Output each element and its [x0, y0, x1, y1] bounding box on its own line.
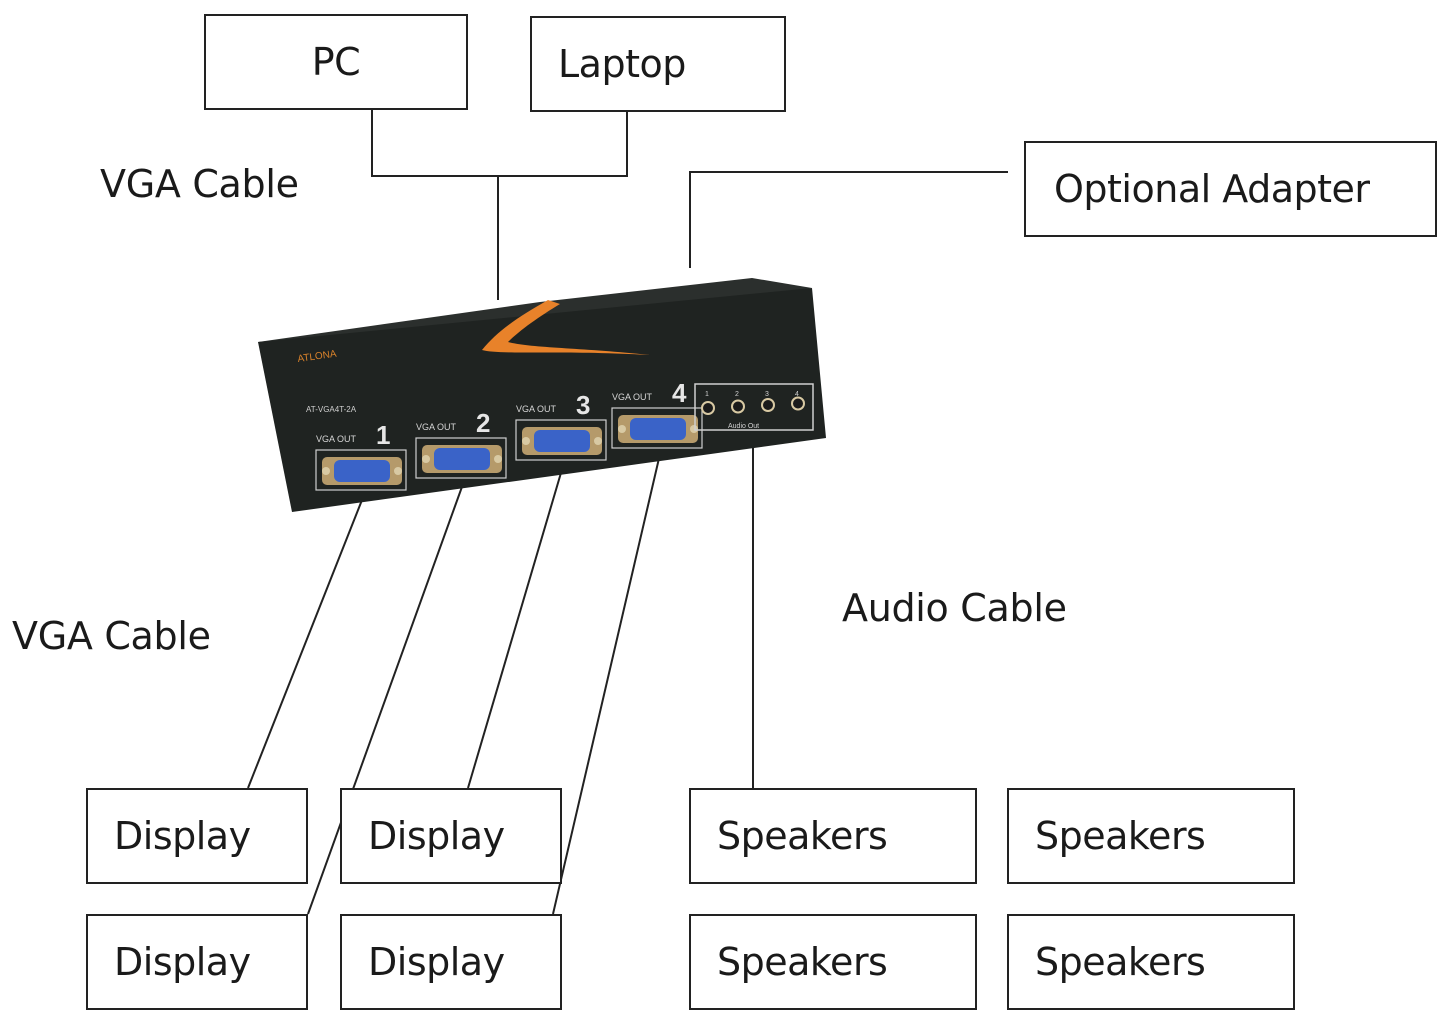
laptop-line	[498, 112, 628, 177]
vga-out-number-4: 4	[672, 378, 687, 408]
vga-out-number-2: 2	[476, 408, 490, 438]
output-2-line	[307, 483, 464, 915]
vga-out-label-4: VGA OUT	[612, 392, 653, 402]
laptop-box: Laptop	[530, 16, 786, 112]
audio-port-number-3: 3	[765, 391, 769, 398]
speakers-label: Speakers	[1035, 940, 1206, 984]
vga-port-screw	[394, 467, 402, 475]
vga-out-number-3: 3	[576, 390, 590, 420]
speakers-label: Speakers	[1035, 814, 1206, 858]
vga-port-3	[534, 430, 590, 452]
vga-out-label-2: VGA OUT	[416, 422, 457, 432]
vga-port-frame-2	[415, 437, 507, 479]
device-front-face	[258, 288, 826, 512]
accent-swoosh	[482, 300, 650, 355]
brand-mark: ATLONA	[297, 349, 338, 365]
pc-line	[371, 110, 498, 177]
speakers-box-1: Speakers	[689, 788, 977, 884]
vga-port-frame-1	[315, 449, 407, 491]
display-box-1: Display	[86, 788, 308, 884]
vga-port-2	[434, 448, 490, 470]
output-1-line	[247, 499, 363, 789]
audio-port-number-4: 4	[795, 391, 799, 398]
vga-cable-bottom-label: VGA Cable	[12, 614, 211, 658]
speakers-label: Speakers	[717, 940, 888, 984]
vga-port-4	[630, 418, 686, 440]
pc-label: PC	[311, 40, 361, 84]
vga-port-frame-3	[515, 419, 607, 461]
audio-panel	[694, 383, 814, 431]
speakers-box-3: Speakers	[689, 914, 977, 1010]
speakers-label: Speakers	[717, 814, 888, 858]
vga-port-frame-4	[611, 407, 703, 449]
display-label: Display	[368, 814, 505, 858]
audio-jack-3	[761, 398, 775, 412]
adapter-line	[689, 171, 1008, 268]
vga-port-screw	[322, 467, 330, 475]
display-label: Display	[368, 940, 505, 984]
adapter-box: Optional Adapter	[1024, 141, 1437, 237]
audio-jack-1	[701, 401, 715, 415]
vga-port-screw	[618, 425, 626, 433]
display-label: Display	[114, 940, 251, 984]
audio-port-number-1: 1	[705, 391, 709, 398]
adapter-label: Optional Adapter	[1054, 167, 1370, 211]
vga-port-1	[334, 460, 390, 482]
speakers-box-4: Speakers	[1007, 914, 1295, 1010]
display-box-3: Display	[86, 914, 308, 1010]
pc-box: PC	[204, 14, 468, 110]
display-box-4: Display	[340, 914, 562, 1010]
output-3-line	[467, 465, 564, 789]
display-label: Display	[114, 814, 251, 858]
vga-port-screw	[594, 437, 602, 445]
vga-cable-top-label: VGA Cable	[100, 162, 299, 206]
vga-port-screw	[522, 437, 530, 445]
display-box-2: Display	[340, 788, 562, 884]
vga-out-label-1: VGA OUT	[316, 434, 357, 444]
output-4-line	[552, 453, 661, 915]
audio-cable-label: Audio Cable	[842, 586, 1067, 630]
laptop-label: Laptop	[558, 42, 686, 86]
audio-jack-4	[791, 396, 805, 411]
audio-jack-2	[731, 399, 745, 414]
speakers-box-2: Speakers	[1007, 788, 1295, 884]
vga-out-number-1: 1	[376, 420, 390, 450]
audio-port-number-2: 2	[735, 391, 739, 398]
vga-port-screw	[422, 455, 430, 463]
vga-port-screw	[494, 455, 502, 463]
model-label: AT-VGA4T-2A	[306, 405, 357, 414]
vga-port-screw	[690, 425, 698, 433]
vga-out-label-3: VGA OUT	[516, 404, 557, 414]
audio-caption: Audio Out	[728, 423, 759, 430]
